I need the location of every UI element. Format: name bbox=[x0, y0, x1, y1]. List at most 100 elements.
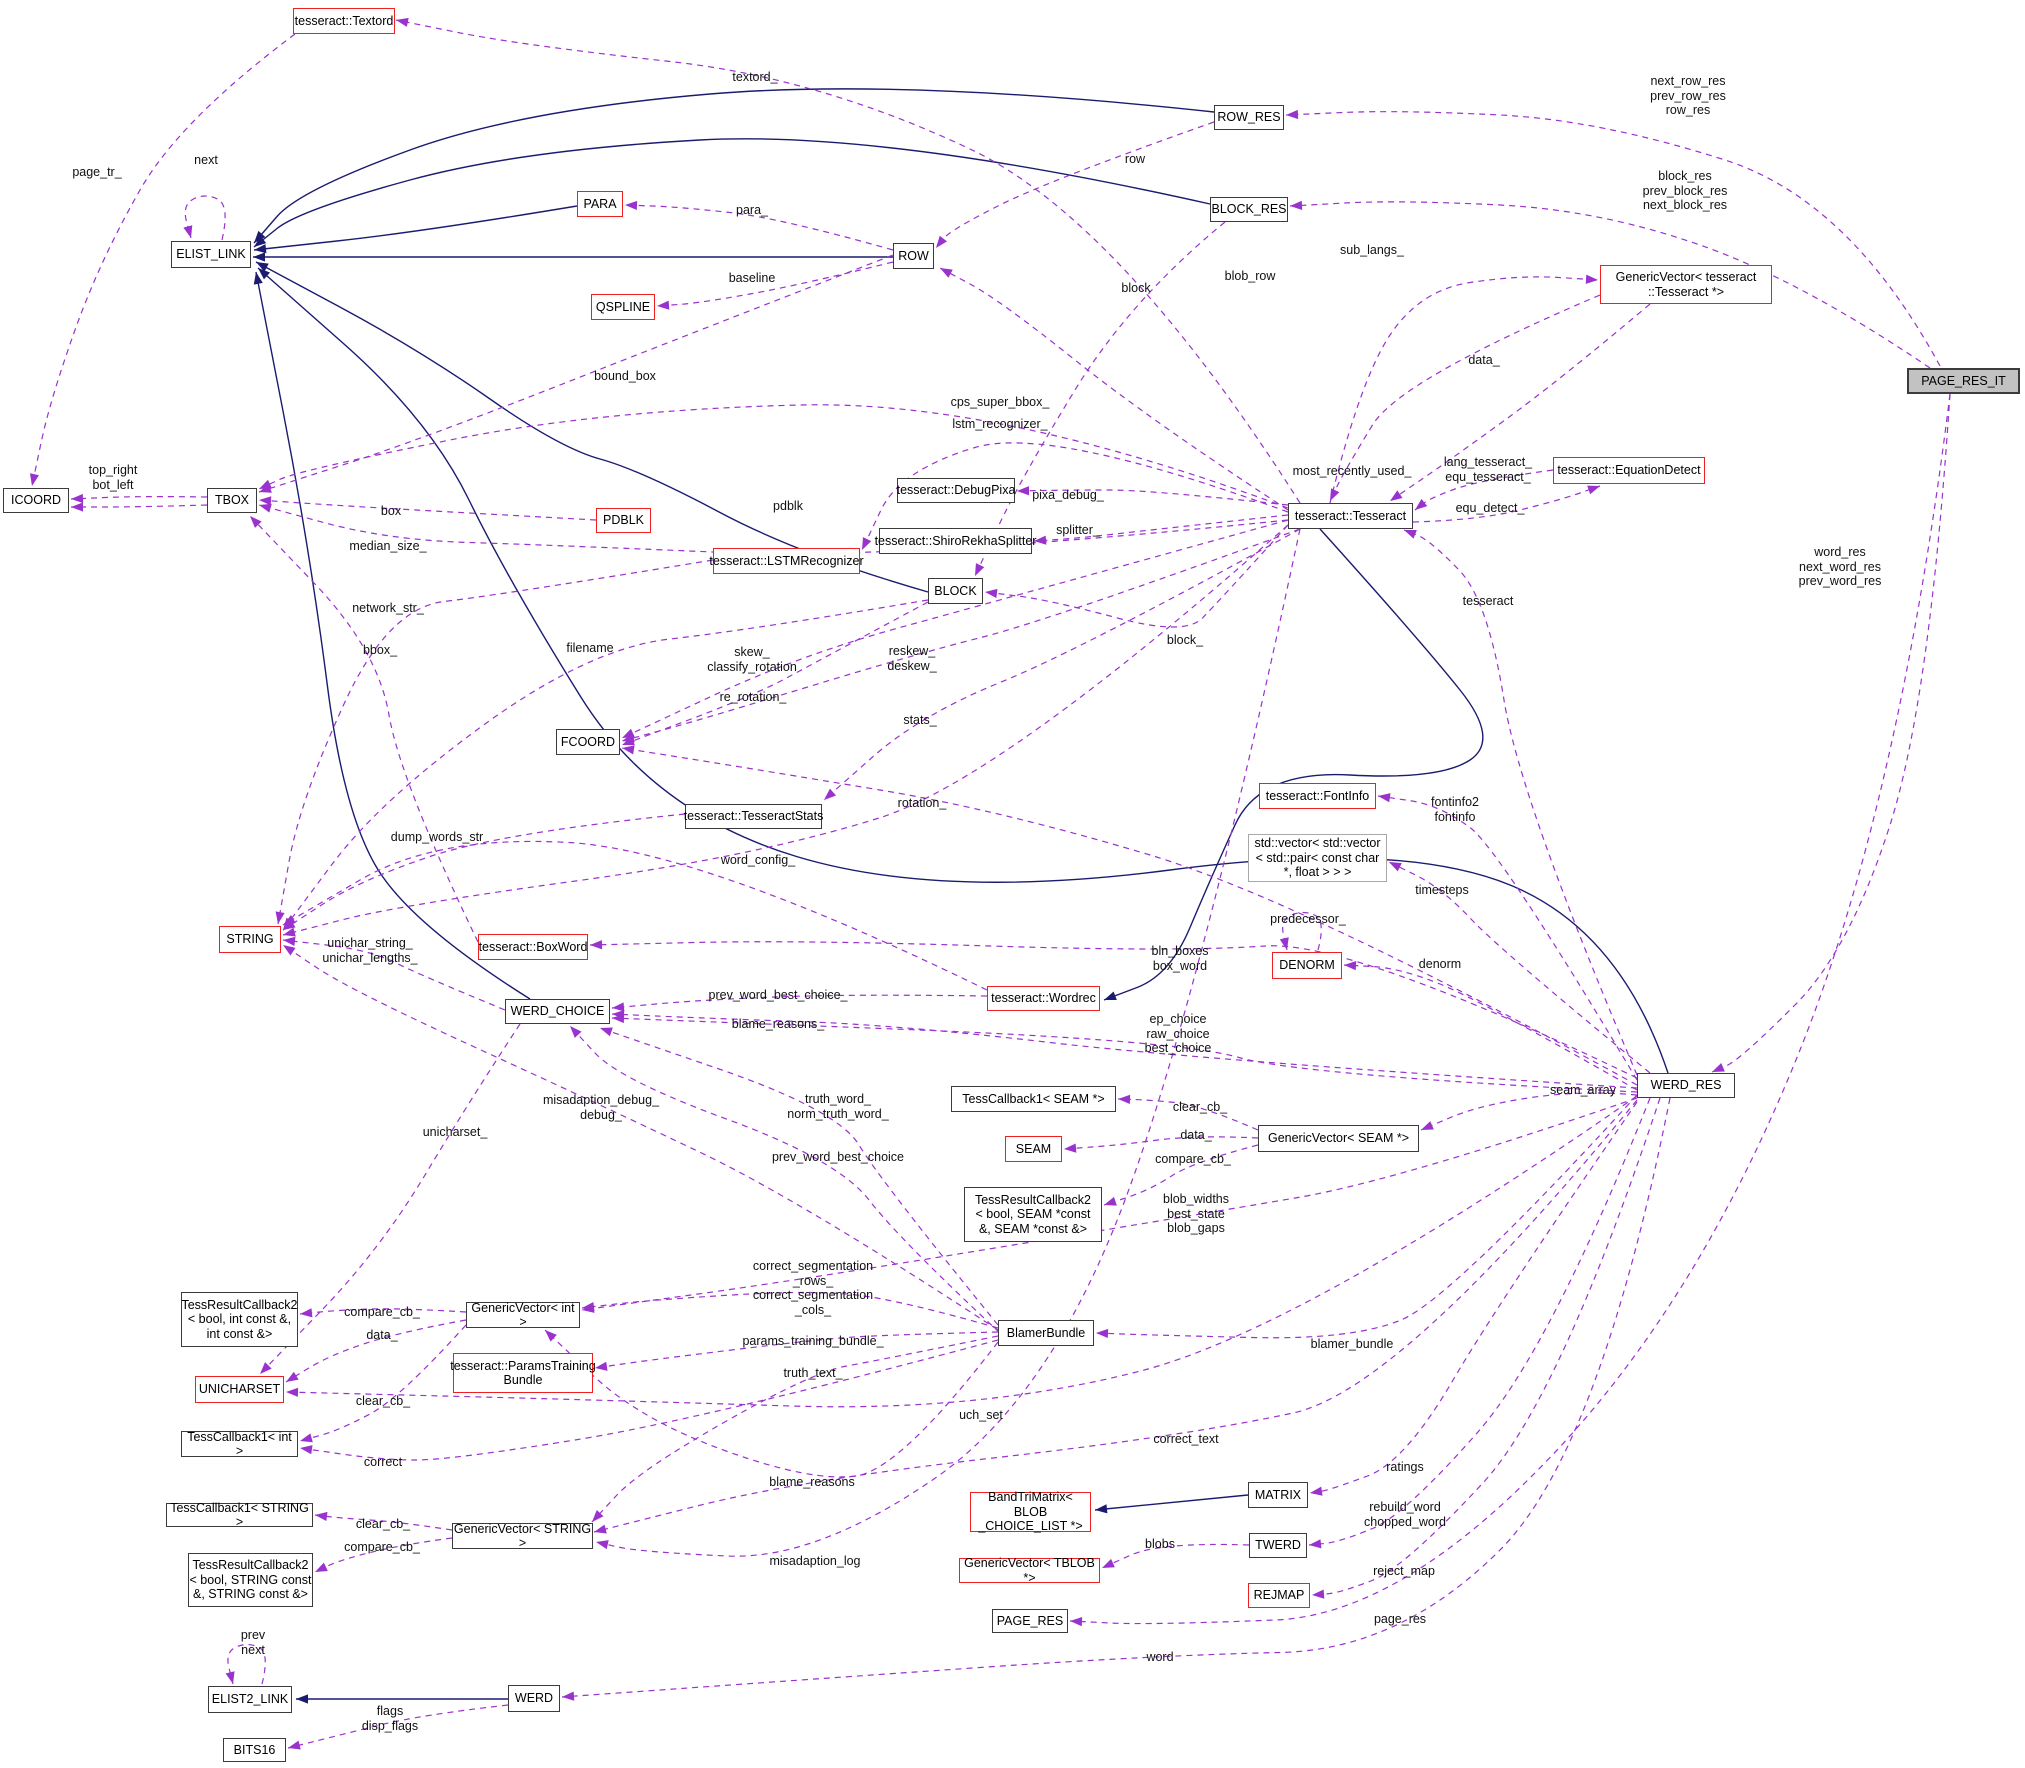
node-cb_seam[interactable]: TessCallback1< SEAM *> bbox=[951, 1086, 1116, 1112]
edge-label: filename bbox=[566, 641, 614, 655]
node-block[interactable]: BLOCK bbox=[928, 578, 983, 604]
node-string[interactable]: STRING bbox=[219, 926, 281, 953]
node-stdvec[interactable]: std::vector< std::vector< std::pair< con… bbox=[1248, 834, 1387, 882]
edge-label: bound_box bbox=[594, 369, 656, 383]
node-wordrec[interactable]: tesseract::Wordrec bbox=[987, 986, 1100, 1011]
node-matrix[interactable]: MATRIX bbox=[1248, 1482, 1308, 1508]
arrowhead bbox=[1585, 274, 1598, 284]
node-label: BlamerBundle bbox=[1006, 1325, 1086, 1340]
node-blamer[interactable]: BlamerBundle bbox=[998, 1320, 1094, 1346]
edge-usage bbox=[258, 404, 1289, 509]
node-fcoord[interactable]: FCOORD bbox=[556, 729, 620, 755]
arrowhead bbox=[862, 537, 872, 550]
node-shiro[interactable]: tesseract::ShiroRekhaSplitter bbox=[875, 528, 1036, 554]
node-gv_seam[interactable]: GenericVector< SEAM *> bbox=[1258, 1125, 1419, 1152]
edge-usage bbox=[569, 1025, 1001, 1334]
node-bits16[interactable]: BITS16 bbox=[223, 1738, 286, 1762]
edge-label: skew_classify_rotation bbox=[707, 645, 797, 674]
arrowhead bbox=[1034, 535, 1047, 545]
edge-label: compare_cb_ bbox=[344, 1540, 420, 1554]
node-debug_pixa[interactable]: tesseract::DebugPixa bbox=[897, 478, 1015, 503]
arrowhead bbox=[1309, 1539, 1322, 1549]
edge-usage bbox=[282, 939, 506, 1011]
node-label: GenericVector< TBLOB *> bbox=[964, 1556, 1095, 1585]
node-twerd[interactable]: TWERD bbox=[1249, 1533, 1307, 1558]
edge-usage bbox=[1069, 393, 1951, 1625]
node-btm[interactable]: BandTriMatrix< BLOB_CHOICE_LIST *> bbox=[970, 1490, 1091, 1533]
edge-label: bbox_ bbox=[362, 643, 398, 657]
edge-inheritance bbox=[257, 267, 1669, 1074]
edge-usage bbox=[1711, 393, 1951, 1073]
node-boxword[interactable]: tesseract::BoxWord bbox=[478, 934, 588, 960]
node-gv_tblob[interactable]: GenericVector< TBLOB *> bbox=[959, 1556, 1100, 1585]
edge-label: page_tr_ bbox=[72, 165, 122, 179]
node-denorm[interactable]: DENORM bbox=[1272, 952, 1342, 979]
edge-usage bbox=[1414, 469, 1554, 511]
node-page_res[interactable]: PAGE_RES bbox=[992, 1609, 1068, 1633]
node-rcb_int[interactable]: TessResultCallback2< bool, int const &,i… bbox=[181, 1292, 298, 1347]
edge-inheritance bbox=[253, 88, 1215, 244]
node-block_res[interactable]: BLOCK_RES bbox=[1210, 197, 1288, 222]
node-row_res[interactable]: ROW_RES bbox=[1214, 105, 1284, 130]
node-cb_int[interactable]: TessCallback1< int > bbox=[181, 1430, 298, 1458]
edge-usage bbox=[299, 1339, 999, 1461]
node-gv_int[interactable]: GenericVector< int > bbox=[466, 1301, 580, 1329]
edge-label: network_str_ bbox=[352, 601, 424, 615]
node-row[interactable]: ROW bbox=[893, 243, 934, 269]
node-label: TWERD bbox=[1255, 1538, 1301, 1553]
arrowhead bbox=[936, 235, 947, 248]
node-elist_link[interactable]: ELIST_LINK bbox=[171, 241, 251, 268]
arrowhead bbox=[275, 911, 285, 924]
node-tesseract[interactable]: tesseract::Tesseract bbox=[1288, 503, 1413, 529]
edge-label: prev_word_best_choice bbox=[771, 1150, 905, 1164]
arrowhead bbox=[283, 927, 296, 937]
node-gv_string[interactable]: GenericVector< STRING > bbox=[452, 1521, 593, 1551]
arrowhead bbox=[622, 733, 635, 743]
node-tbox[interactable]: TBOX bbox=[207, 488, 257, 513]
node-equation_detect[interactable]: tesseract::EquationDetect bbox=[1553, 457, 1705, 484]
node-pdblk[interactable]: PDBLK bbox=[596, 508, 651, 533]
node-werd[interactable]: WERD bbox=[508, 1685, 560, 1712]
node-elist2[interactable]: ELIST2_LINK bbox=[208, 1686, 292, 1713]
node-seam[interactable]: SEAM bbox=[1005, 1136, 1062, 1162]
node-label: tesseract::ShiroRekhaSplitter bbox=[874, 533, 1037, 548]
node-tess_stats[interactable]: tesseract::TesseractStats bbox=[684, 804, 823, 829]
edge-usage bbox=[611, 994, 988, 1009]
edge-usage bbox=[1101, 1543, 1250, 1569]
node-lstm[interactable]: tesseract::LSTMRecognizer bbox=[709, 548, 864, 574]
edge-label: dump_words_str bbox=[390, 830, 484, 844]
node-label: ROW bbox=[898, 248, 929, 263]
node-label: REJMAP bbox=[1253, 1588, 1305, 1603]
node-rcb_string[interactable]: TessResultCallback2< bool, STRING const&… bbox=[188, 1553, 313, 1607]
node-werd_res[interactable]: WERD_RES bbox=[1637, 1073, 1735, 1098]
node-qspline[interactable]: QSPLINE bbox=[591, 294, 655, 320]
edge-label: data_ bbox=[1180, 1128, 1212, 1142]
edge-usage bbox=[861, 442, 1289, 551]
edge-usage bbox=[621, 528, 1301, 742]
edge-label: denorm bbox=[1418, 957, 1462, 971]
node-werd_choice[interactable]: WERD_CHOICE bbox=[505, 999, 610, 1024]
edge-usage bbox=[70, 496, 208, 500]
node-cb_string[interactable]: TessCallback1< STRING > bbox=[166, 1501, 313, 1529]
node-rcb_seam[interactable]: TessResultCallback2< bool, SEAM *const&,… bbox=[964, 1187, 1102, 1242]
node-label: GenericVector< STRING > bbox=[453, 1521, 592, 1551]
node-unicharset[interactable]: UNICHARSET bbox=[195, 1376, 284, 1403]
node-label: tesseract::FontInfo bbox=[1265, 788, 1370, 803]
node-rejmap[interactable]: REJMAP bbox=[1248, 1583, 1310, 1608]
node-para[interactable]: PARA bbox=[577, 191, 623, 217]
edge-label: tesseract bbox=[1462, 594, 1514, 608]
edge-usage bbox=[277, 559, 714, 925]
node-page_res_it[interactable]: PAGE_RES_IT bbox=[1907, 368, 2020, 394]
node-label: FCOORD bbox=[560, 734, 616, 749]
node-label: GenericVector< SEAM *> bbox=[1267, 1131, 1410, 1146]
edge-inheritance bbox=[253, 138, 1211, 248]
node-gv_tess[interactable]: GenericVector< tesseract::Tesseract *> bbox=[1600, 265, 1772, 304]
arrowhead bbox=[595, 1361, 608, 1371]
node-fontinfo[interactable]: tesseract::FontInfo bbox=[1259, 783, 1376, 809]
edge-usage bbox=[285, 1319, 467, 1383]
arrowhead bbox=[612, 1013, 625, 1024]
node-icoord[interactable]: ICOORD bbox=[3, 488, 69, 513]
node-textord[interactable]: tesseract::Textord bbox=[293, 8, 395, 34]
